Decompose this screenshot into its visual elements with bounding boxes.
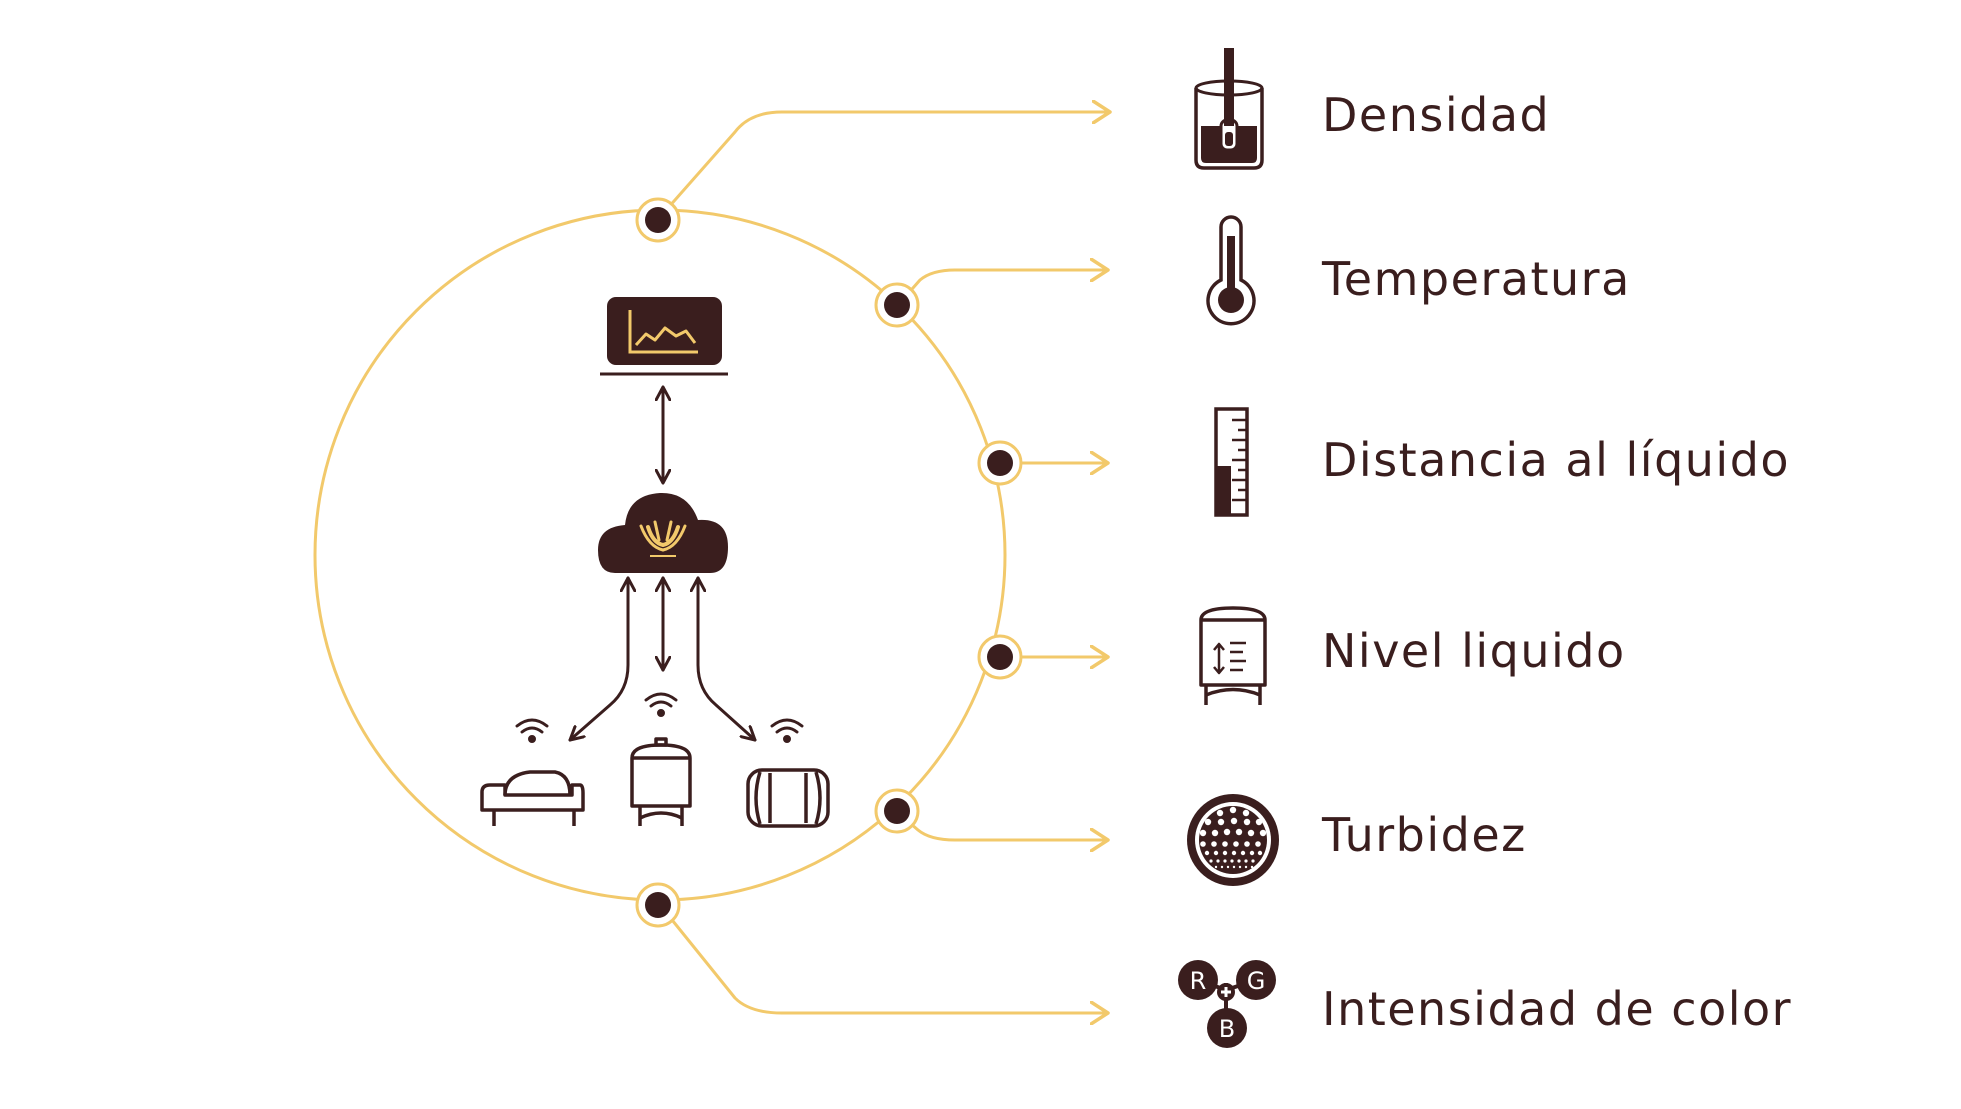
arrows-cloud-devices	[568, 576, 757, 742]
node-turbidez	[874, 788, 920, 834]
rgb-letter-g: G	[1247, 967, 1266, 995]
ruler-gauge-icon	[1214, 407, 1249, 517]
hydrometer-beaker-icon	[1194, 48, 1264, 170]
label-nivel-liquido: Nivel liquido	[1322, 624, 1626, 678]
cloud-logo-icon	[598, 492, 728, 573]
node-distancia	[977, 440, 1023, 486]
laptop-chart-icon	[600, 297, 728, 376]
label-temperatura: Temperatura	[1322, 252, 1631, 306]
circle-nodes	[635, 197, 1023, 928]
connector-densidad	[658, 112, 1110, 219]
node-temperatura	[874, 282, 920, 328]
connector-lines	[658, 112, 1110, 1013]
tank-level-icon	[1199, 606, 1267, 705]
label-turbidez: Turbidez	[1322, 808, 1527, 862]
connector-color	[658, 903, 1108, 1013]
connector-turbidez	[894, 809, 1108, 840]
node-color	[635, 882, 681, 928]
node-nivel	[977, 634, 1023, 680]
rgb-letter-b: B	[1219, 1015, 1235, 1043]
label-densidad: Densidad	[1322, 88, 1551, 142]
label-distancia-al-liquido: Distancia al líquido	[1322, 433, 1791, 487]
thermometer-icon	[1206, 215, 1256, 326]
barrel-icon	[746, 768, 830, 828]
grape-press-icon	[480, 770, 585, 826]
fermentation-tank-icon	[630, 737, 692, 826]
rgb-letter-r: R	[1190, 967, 1207, 995]
wifi-icon	[515, 692, 804, 743]
node-densidad	[635, 197, 681, 243]
rgb-color-icon: R G B	[1178, 960, 1276, 1048]
label-intensidad-de-color: Intensidad de color	[1322, 982, 1793, 1036]
connector-temperatura	[896, 270, 1108, 307]
turbidity-lens-icon	[1187, 794, 1279, 886]
